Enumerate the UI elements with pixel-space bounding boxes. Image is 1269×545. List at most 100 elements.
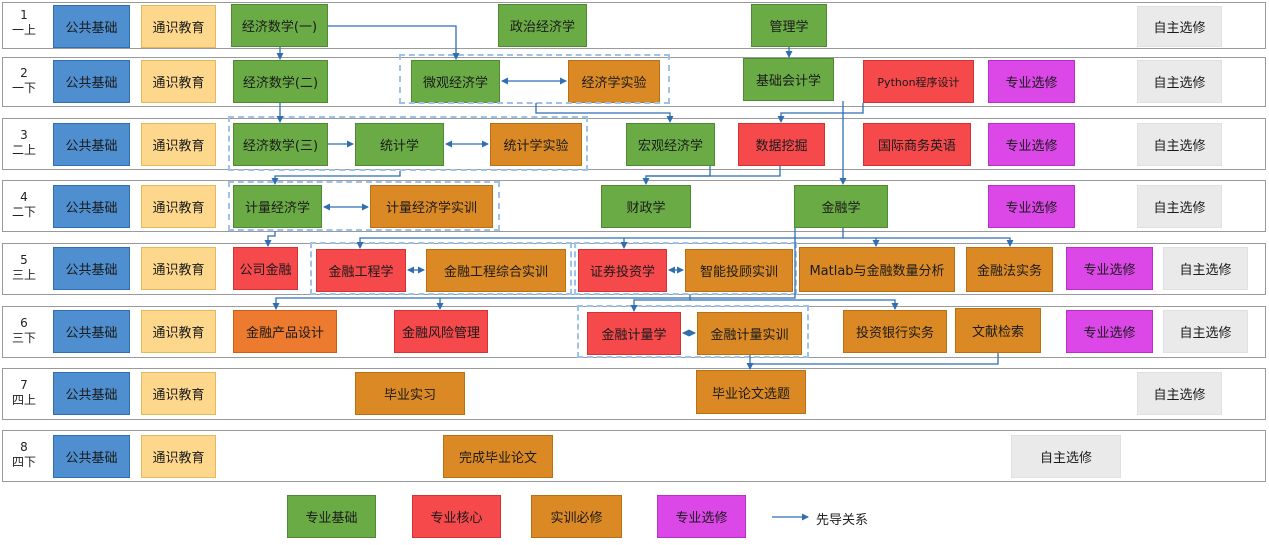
general-edu-box: 通识教育 bbox=[141, 60, 216, 103]
course-label: 财政学 bbox=[626, 201, 666, 216]
major-elective-box: 专业选修 bbox=[988, 60, 1075, 103]
legend-elective: 专业选修 bbox=[657, 495, 746, 538]
free-elective-label: 自主选修 bbox=[1179, 263, 1232, 278]
legend-arrow-label: 先导关系 bbox=[816, 513, 869, 528]
public-basic-label: 公共基础 bbox=[65, 201, 118, 216]
major-elective-box: 专业选修 bbox=[1066, 310, 1153, 353]
course-label: 管理学 bbox=[769, 20, 809, 35]
arrow-group3-econometrics bbox=[271, 171, 401, 185]
course-label: 毕业实习 bbox=[383, 388, 436, 403]
free-elective-label: 自主选修 bbox=[1039, 451, 1092, 466]
legend-core: 专业核心 bbox=[412, 495, 501, 538]
course-label: 微观经济学 bbox=[422, 76, 488, 91]
general-edu-label: 通识教育 bbox=[152, 388, 205, 403]
general-edu-box: 通识教育 bbox=[141, 247, 216, 290]
legend-label: 专业基础 bbox=[305, 511, 358, 526]
public-basic-box: 公共基础 bbox=[53, 185, 130, 228]
course-econ-math-1: 经济数学(一) bbox=[231, 4, 328, 47]
course-label: 金融计量实训 bbox=[710, 328, 789, 343]
major-elective-box: 专业选修 bbox=[988, 123, 1075, 166]
course-thesis-topic: 毕业论文选题 bbox=[696, 370, 806, 414]
course-label: 经济数学(三) bbox=[242, 139, 319, 154]
free-elective-box: 自主选修 bbox=[1011, 435, 1121, 478]
semester-number: 4 bbox=[20, 190, 28, 204]
public-basic-box: 公共基础 bbox=[53, 310, 130, 353]
free-elective-label: 自主选修 bbox=[1153, 21, 1206, 36]
course-label: 计量经济学 bbox=[244, 201, 310, 216]
course-statistics-lab: 统计学实验 bbox=[490, 123, 582, 166]
public-basic-label: 公共基础 bbox=[65, 451, 118, 466]
course-fin-eng-lab: 金融工程综合实训 bbox=[426, 249, 566, 292]
major-elective-label: 专业选修 bbox=[1005, 76, 1058, 91]
general-edu-label: 通识教育 bbox=[152, 76, 205, 91]
semester-number: 1 bbox=[20, 8, 28, 22]
semester-number: 7 bbox=[20, 378, 28, 392]
public-basic-box: 公共基础 bbox=[53, 247, 130, 290]
course-intl-business-english: 国际商务英语 bbox=[863, 123, 971, 166]
arrow-group-invbanking bbox=[690, 299, 899, 310]
course-label: 金融学 bbox=[821, 201, 861, 216]
course-label: 完成毕业论文 bbox=[458, 451, 537, 466]
course-label: 金融产品设计 bbox=[245, 326, 324, 341]
semester-number: 8 bbox=[20, 440, 28, 454]
course-macro-economics: 宏观经济学 bbox=[626, 123, 715, 166]
course-management: 管理学 bbox=[751, 4, 827, 47]
semester-term: 三上 bbox=[11, 268, 36, 282]
course-robo-advisor-lab: 智能投顾实训 bbox=[685, 249, 793, 292]
course-label: 经济数学(二) bbox=[242, 76, 319, 91]
legend-practice: 实训必修 bbox=[531, 495, 622, 538]
course-label: 宏观经济学 bbox=[637, 139, 703, 154]
legend-label: 专业核心 bbox=[430, 511, 483, 526]
public-basic-label: 公共基础 bbox=[65, 263, 118, 278]
free-elective-label: 自主选修 bbox=[1153, 201, 1206, 216]
free-elective-box: 自主选修 bbox=[1163, 247, 1248, 290]
arrow-group-fineconometrics bbox=[630, 295, 691, 312]
course-econ-math-2: 经济数学(二) bbox=[233, 60, 328, 103]
arrow-math1-micro bbox=[328, 25, 460, 60]
major-elective-box: 专业选修 bbox=[1066, 247, 1153, 290]
course-label: 智能投顾实训 bbox=[699, 265, 778, 280]
arrow-econometrics-corpfin bbox=[264, 231, 276, 247]
course-label: 经济学实验 bbox=[581, 76, 647, 91]
general-edu-box: 通识教育 bbox=[141, 372, 216, 415]
course-label: 文献检索 bbox=[971, 325, 1024, 340]
course-label: 投资银行实务 bbox=[855, 326, 934, 341]
course-label: 政治经济学 bbox=[509, 20, 575, 35]
semester-term: 一下 bbox=[11, 81, 36, 95]
general-edu-label: 通识教育 bbox=[152, 21, 205, 36]
course-label: 金融风险管理 bbox=[401, 326, 480, 341]
semester-term: 四上 bbox=[11, 393, 36, 407]
free-elective-label: 自主选修 bbox=[1153, 388, 1206, 403]
general-edu-box: 通识教育 bbox=[141, 5, 216, 48]
free-elective-box: 自主选修 bbox=[1137, 123, 1222, 166]
arrow-bus-law bbox=[843, 237, 1014, 247]
public-basic-box: 公共基础 bbox=[53, 372, 130, 415]
course-econometrics-lab: 计量经济学实训 bbox=[370, 185, 493, 228]
semester-number: 6 bbox=[20, 316, 28, 330]
free-elective-box: 自主选修 bbox=[1137, 60, 1222, 103]
course-complete-thesis: 完成毕业论文 bbox=[443, 435, 553, 478]
arrow-datamining-finance bbox=[646, 166, 781, 177]
course-data-mining: 数据挖掘 bbox=[738, 123, 825, 166]
course-financial-risk-management: 金融风险管理 bbox=[394, 310, 488, 353]
course-literature-search: 文献检索 bbox=[955, 308, 1041, 353]
course-label: 毕业论文选题 bbox=[711, 386, 790, 402]
course-econ-math-3: 经济数学(三) bbox=[233, 123, 328, 166]
course-label: 公司金融 bbox=[239, 263, 292, 278]
course-micro-economics: 微观经济学 bbox=[411, 60, 500, 103]
legend-basic: 专业基础 bbox=[287, 495, 376, 538]
major-elective-box: 专业选修 bbox=[988, 185, 1075, 228]
course-investment-banking: 投资银行实务 bbox=[843, 310, 947, 353]
course-fin-econometrics-lab: 金融计量实训 bbox=[697, 312, 802, 355]
course-label: 统计学实验 bbox=[503, 139, 569, 154]
semester-term: 二上 bbox=[11, 143, 36, 157]
arrow-macro-publicfinance bbox=[642, 166, 711, 185]
course-financial-engineering: 金融工程学 bbox=[316, 249, 406, 292]
course-public-finance: 财政学 bbox=[601, 185, 691, 228]
general-edu-label: 通识教育 bbox=[152, 451, 205, 466]
